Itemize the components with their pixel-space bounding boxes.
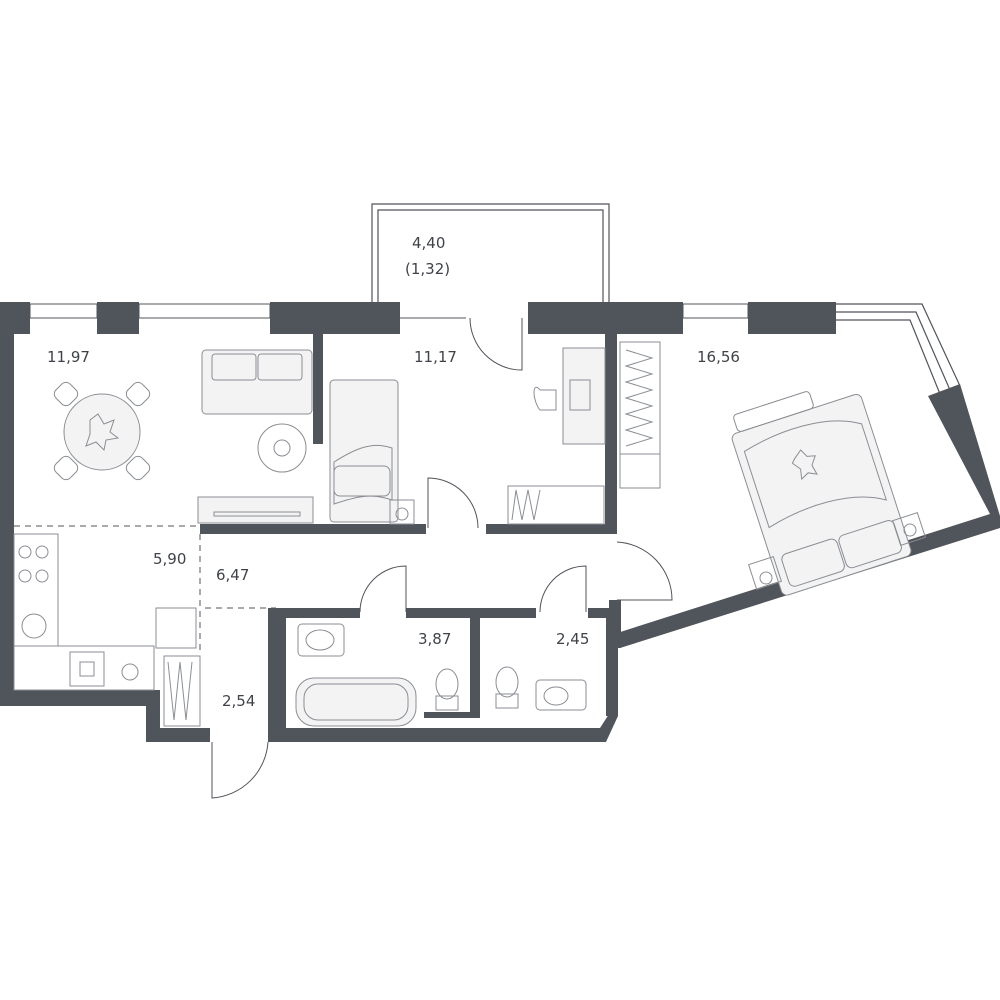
bathroom-toilet	[435, 668, 459, 711]
rug	[257, 423, 307, 473]
balcony-reduced-area-label: (1,32)	[405, 260, 450, 278]
balcony	[371, 203, 610, 302]
toilet-area-label: 2,45	[556, 630, 589, 648]
right-bedroom-area-label: 16,56	[697, 348, 740, 366]
living-room-area-label: 11,97	[47, 348, 90, 366]
bathroom-area-label: 3,87	[418, 630, 451, 648]
middle-bedroom-area-label: 11,17	[414, 348, 457, 366]
dining-table	[53, 381, 151, 481]
sofa	[201, 349, 313, 415]
bathroom-sink	[297, 623, 345, 657]
tv-stand	[197, 496, 314, 524]
windows	[29, 303, 961, 395]
hallway-area-label: 6,47	[216, 566, 249, 584]
balcony-area-label: 4,40	[412, 234, 445, 252]
desk	[533, 347, 606, 445]
entrance-area-label: 2,54	[222, 692, 255, 710]
bathtub	[295, 677, 417, 727]
toilet-sink	[535, 679, 587, 711]
kitchen-counter	[13, 533, 201, 727]
kitchen-area-label: 5,90	[153, 550, 186, 568]
armchair-bed	[329, 379, 415, 525]
walls	[0, 302, 1000, 742]
toilet-fixture	[495, 666, 519, 709]
nightstands	[747, 511, 927, 591]
double-bed	[731, 391, 912, 596]
wardrobe-right	[619, 341, 661, 489]
zone-dividers	[14, 525, 276, 650]
wardrobe-middle	[507, 485, 605, 525]
doors	[211, 317, 673, 799]
